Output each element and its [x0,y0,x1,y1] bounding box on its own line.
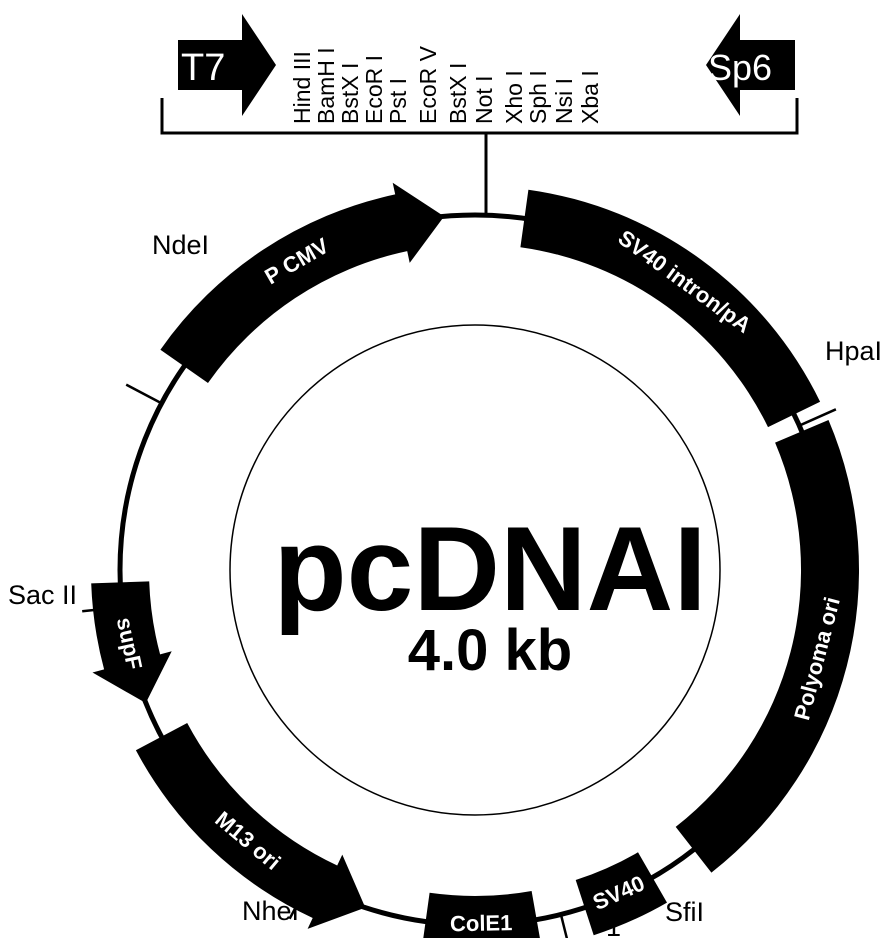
t7-label: T7 [181,47,225,89]
tick-nhei [288,884,309,920]
site-sacii: Sac II [8,580,77,610]
mcs-site: EcoR I [361,55,387,124]
mcs-site: Nsi I [551,78,577,124]
sp6-label: Sp6 [708,47,772,88]
tick-hpai [800,408,837,426]
mcs-site: EcoR V [415,45,441,124]
mcs-site: Pst I [385,78,411,124]
feature-sv40-intron [520,189,821,428]
mcs-site-list: Hind III BamH I BstX I EcoR I Pst I EcoR… [289,45,603,124]
site-origin: 1 [606,912,621,938]
mcs-site: Xho I [501,70,527,124]
tick-origin [523,923,529,938]
tick-sfii [560,916,569,938]
site-ndei: NdeI [152,230,209,260]
site-hpai: HpaI [825,336,882,366]
mcs-site: Hind III [289,51,315,124]
feature-supf [91,581,172,703]
feature-pcmv [160,182,445,383]
sp6-promoter-arrow [706,14,795,116]
feature-polyoma [675,420,860,873]
plasmid-size: 4.0 kb [408,618,572,683]
mcs-site: Xba I [577,70,603,124]
mcs-site: BamH I [313,47,339,124]
site-ticks [82,383,837,938]
mcs-site: Not I [471,75,497,124]
site-nhei: NheI [242,896,299,926]
mcs-site: BstX I [337,63,363,124]
mcs-site: BstX I [445,63,471,124]
site-sfii: SfiI [665,897,704,927]
feature-label-cole1: ColE1 [450,910,513,936]
feature-cole1 [423,891,540,938]
tick-sacii [82,606,121,613]
feature-sv40 [575,852,667,936]
inner-circle [229,324,721,816]
plasmid-name: pcDNAI [273,502,706,636]
feature-m13 [135,723,366,929]
mcs-bracket [160,98,799,135]
mcs-site: Sph I [525,70,551,124]
t7-promoter-arrow [178,14,276,116]
tick-ndei [125,383,161,404]
mcs-block: T7 Sp6 Hind III BamH I BstX I EcoR I Pst… [160,14,799,213]
